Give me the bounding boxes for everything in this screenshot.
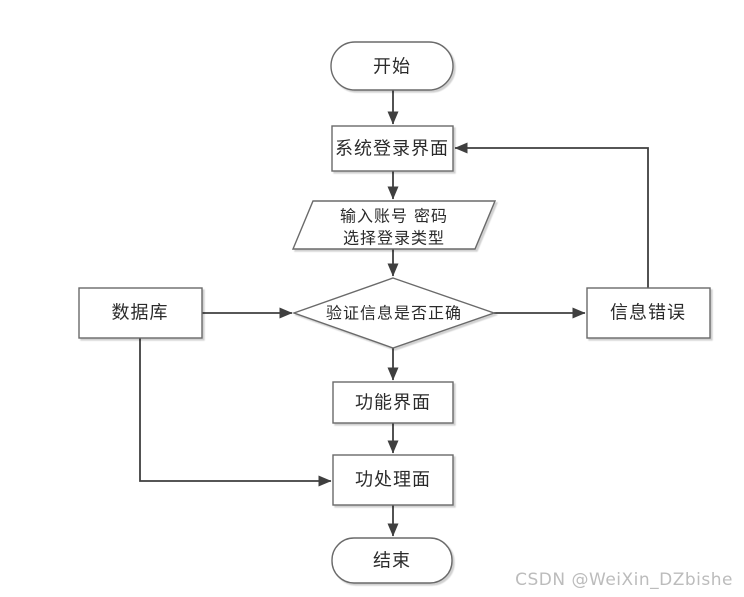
node-verify: 验证信息是否正确 [291, 277, 497, 349]
error-label: 信息错误 [610, 303, 686, 324]
end-label: 结束 [373, 551, 411, 572]
node-error: 信息错误 [586, 287, 711, 339]
database-label: 数据库 [112, 303, 169, 324]
node-input: 输入账号 密码 选择登录类型 [291, 200, 497, 250]
end-terminator-shape [331, 537, 453, 584]
database-process-shape [78, 287, 203, 339]
node-process: 功处理面 [332, 454, 454, 506]
node-login: 系统登录界面 [331, 125, 454, 172]
node-start: 开始 [330, 41, 454, 91]
input-label-line1: 输入账号 密码 [340, 207, 448, 226]
edges [139, 90, 649, 537]
start-label: 开始 [373, 57, 411, 78]
process-process-shape [332, 454, 454, 506]
node-function: 功能界面 [332, 381, 454, 424]
function-label: 功能界面 [355, 393, 431, 414]
verify-label: 验证信息是否正确 [326, 304, 462, 323]
login-process-shape [331, 125, 454, 172]
csdn-watermark: CSDN @WeiXin_DZbishe [515, 570, 733, 590]
node-database: 数据库 [78, 287, 203, 339]
edge-database-to-process [139, 338, 332, 487]
input-label-line2: 选择登录类型 [343, 229, 445, 248]
process-label: 功处理面 [355, 470, 431, 491]
function-process-shape [332, 381, 454, 424]
verify-decision-shape [291, 277, 497, 349]
login-label: 系统登录界面 [335, 139, 449, 160]
edge-error-to-login [454, 142, 649, 288]
node-end: 结束 [331, 537, 453, 584]
input-parallelogram-shape [291, 200, 497, 250]
error-process-shape [586, 287, 711, 339]
start-terminator-shape [330, 41, 454, 91]
